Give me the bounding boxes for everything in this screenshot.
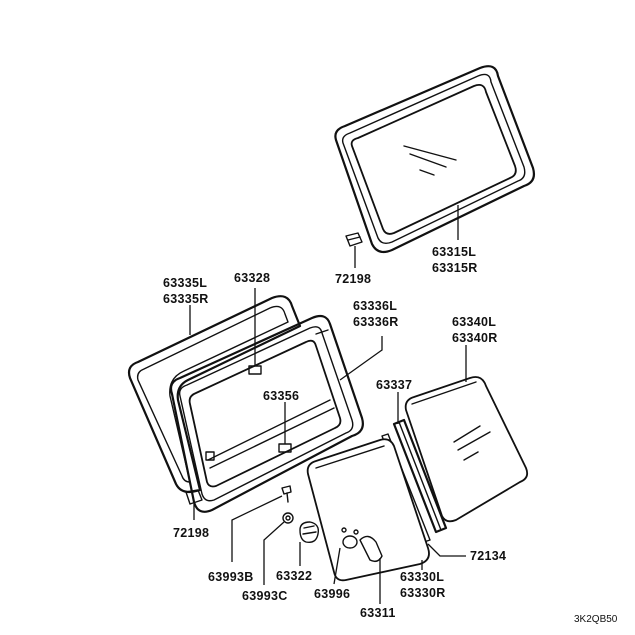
fixed-glass-63330 bbox=[306, 438, 430, 582]
latch-63311 bbox=[359, 535, 383, 563]
knob-63322 bbox=[299, 521, 320, 544]
label-63993B: 63993B bbox=[208, 570, 254, 584]
label-72134: 72134 bbox=[470, 549, 506, 563]
label-63336R: 63336R bbox=[353, 315, 399, 329]
quarter-glass-assembly bbox=[334, 65, 536, 254]
label-63993C: 63993C bbox=[242, 589, 288, 603]
sliding-glass-63340 bbox=[404, 376, 529, 523]
label-63340R: 63340R bbox=[452, 331, 498, 345]
label-63330R: 63330R bbox=[400, 586, 446, 600]
washer-63996 bbox=[341, 527, 359, 549]
diagram-code: 3K2QB50 bbox=[574, 614, 618, 625]
label-72198-bottom: 72198 bbox=[173, 526, 209, 540]
label-63335L: 63335L bbox=[163, 276, 207, 290]
window-frame-63336 bbox=[169, 314, 364, 513]
clip-72198-top bbox=[345, 232, 363, 247]
label-63330L: 63330L bbox=[400, 570, 444, 584]
label-63328: 63328 bbox=[234, 271, 270, 285]
label-63356: 63356 bbox=[263, 389, 299, 403]
label-63340L: 63340L bbox=[452, 315, 496, 329]
clip-72198-bottom bbox=[185, 489, 203, 505]
label-63336L: 63336L bbox=[353, 299, 397, 313]
label-63335R: 63335R bbox=[163, 292, 209, 306]
label-63315R: 63315R bbox=[432, 261, 478, 275]
label-72198-top: 72198 bbox=[335, 272, 371, 286]
screw-63993C bbox=[282, 512, 294, 524]
label-63322: 63322 bbox=[276, 569, 312, 583]
label-63337: 63337 bbox=[376, 378, 412, 392]
label-63996: 63996 bbox=[314, 587, 350, 601]
center-rail-63337 bbox=[392, 418, 448, 534]
label-63315L: 63315L bbox=[432, 245, 476, 259]
screw-63993B bbox=[281, 485, 292, 503]
label-63311: 63311 bbox=[360, 606, 396, 620]
